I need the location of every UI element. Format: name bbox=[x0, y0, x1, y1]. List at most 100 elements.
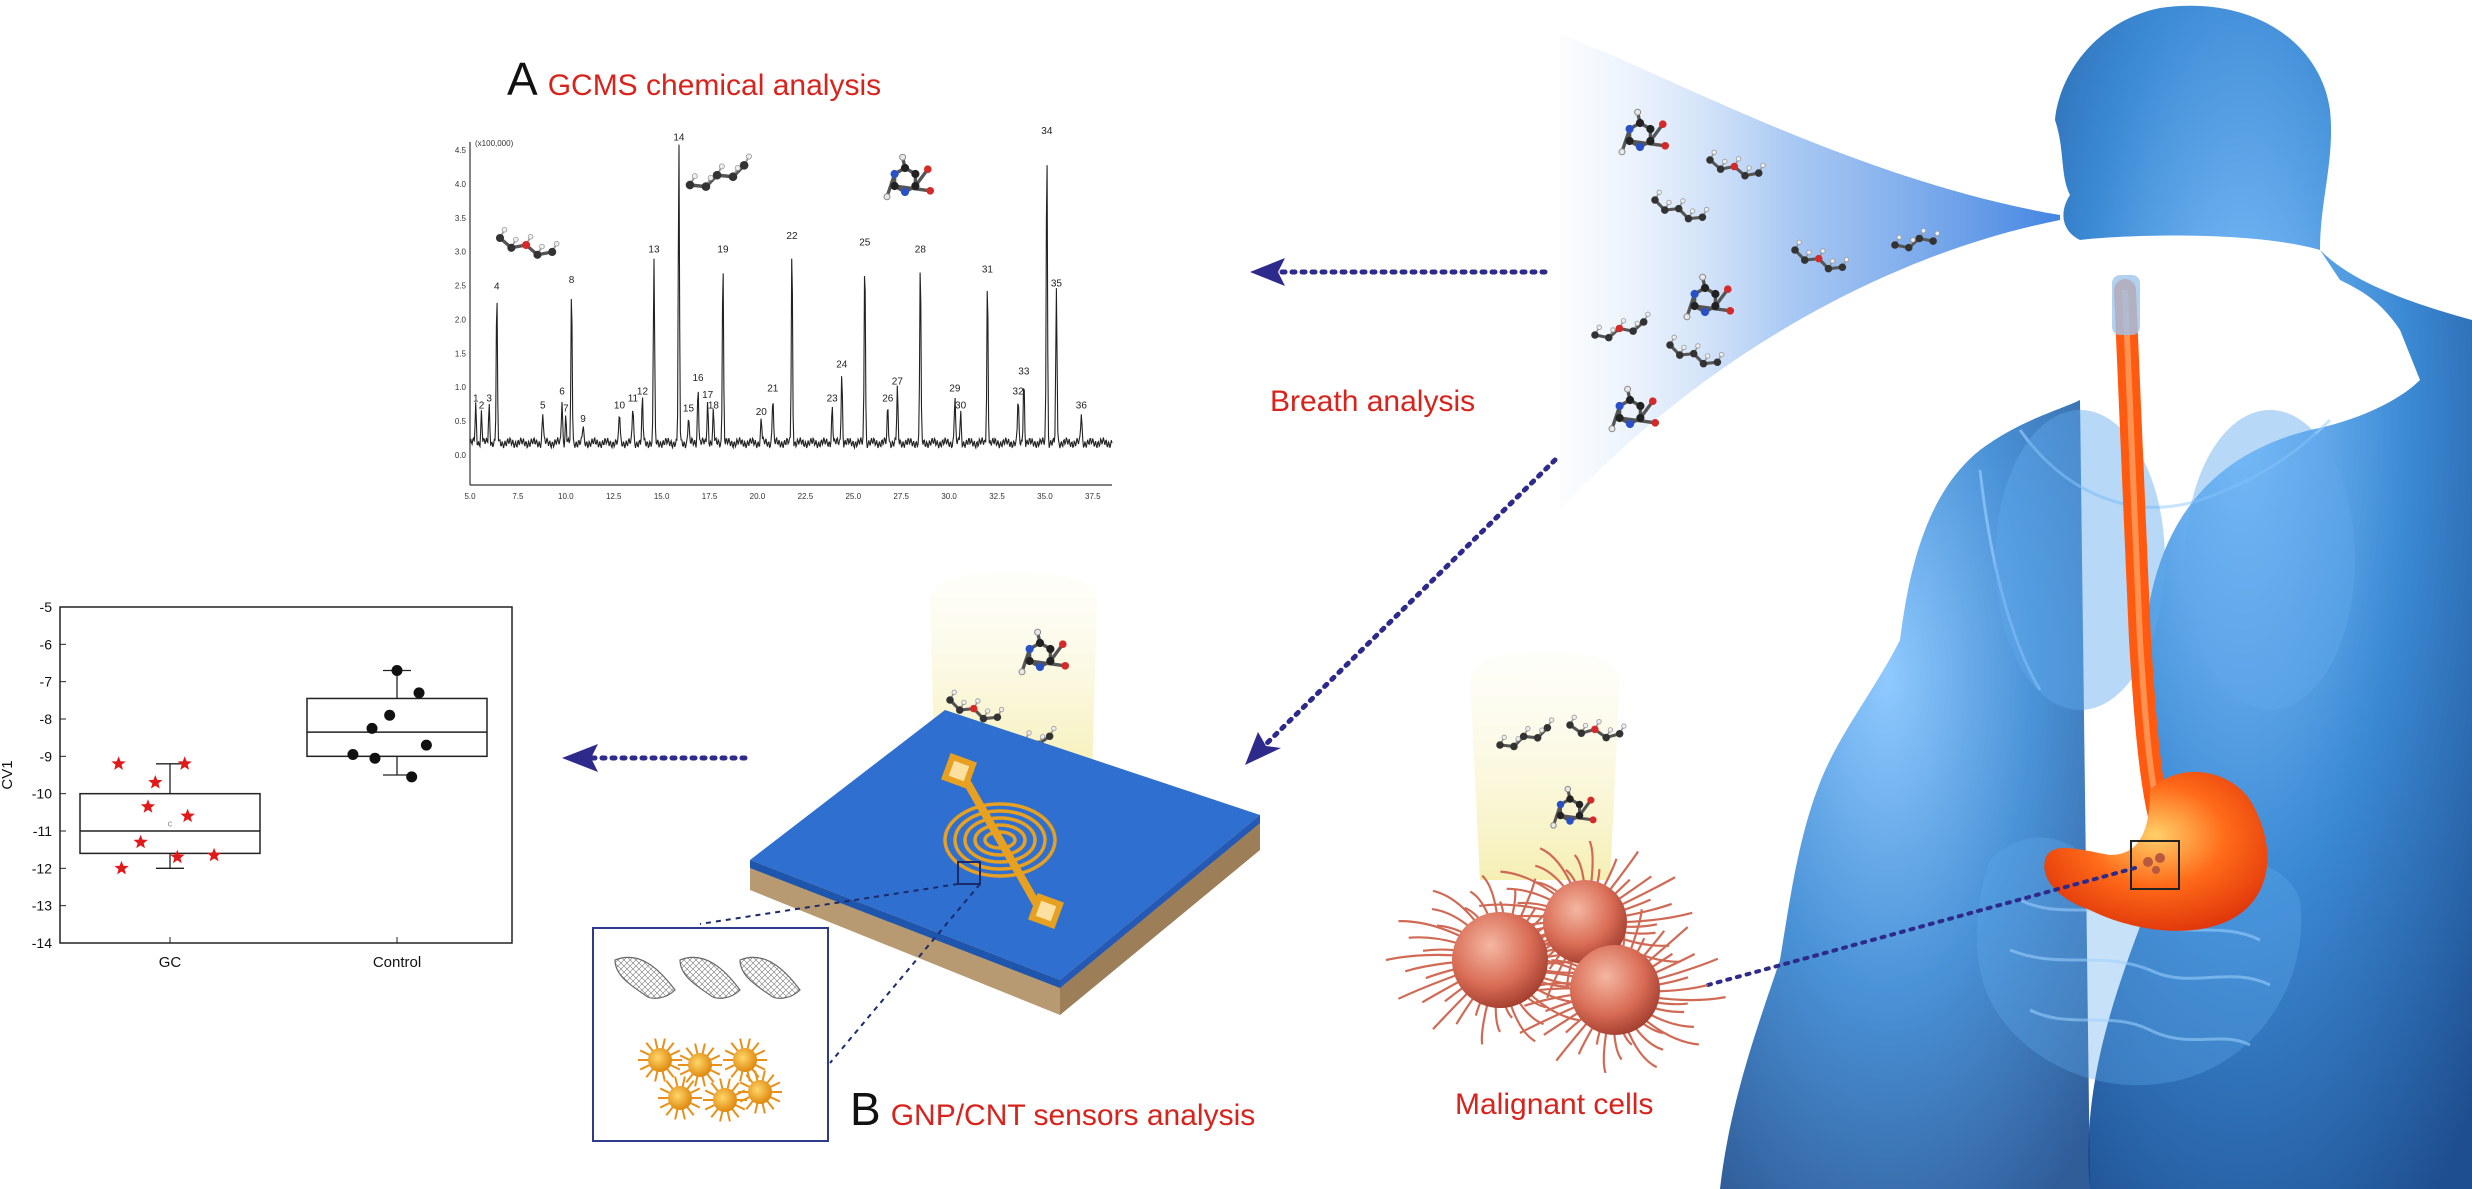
data-point-gc bbox=[140, 799, 156, 813]
peak-label: 13 bbox=[648, 244, 660, 255]
y-tick-label: -6 bbox=[40, 636, 53, 652]
y-tick-label: -5 bbox=[40, 599, 53, 615]
chromatogram-y-tick: 4.5 bbox=[455, 146, 467, 155]
peak-label: 5 bbox=[540, 400, 546, 411]
molecule-ester-breath-2 bbox=[1791, 239, 1850, 273]
chromatogram-trace bbox=[469, 144, 1113, 450]
peak-label: 21 bbox=[767, 383, 779, 394]
data-point-gc bbox=[170, 849, 185, 864]
peak-label: 20 bbox=[756, 407, 768, 418]
molecule-ester-a bbox=[495, 226, 560, 259]
mean-marker: c bbox=[168, 819, 173, 829]
data-point-gc bbox=[206, 847, 222, 862]
y-tick-label: -10 bbox=[32, 786, 52, 802]
y-tick-label: -13 bbox=[32, 898, 52, 914]
peak-label: 25 bbox=[859, 238, 871, 249]
x-tick-label: Control bbox=[373, 954, 421, 971]
data-point-gc bbox=[180, 808, 195, 823]
molecule-alkane-breath-2 bbox=[1891, 228, 1940, 252]
gcms-chromatogram: (x100,000)4.54.03.53.02.52.01.51.00.50.0… bbox=[455, 126, 1113, 501]
molecule-caffeine-cells bbox=[1550, 785, 1597, 829]
data-point-control bbox=[366, 722, 378, 734]
peak-label: 31 bbox=[982, 265, 994, 276]
molecule-alkane-breath-3 bbox=[1666, 334, 1725, 368]
peak-label: 6 bbox=[559, 387, 565, 398]
chromatogram-x-tick: 25.0 bbox=[845, 492, 861, 501]
carbon-nanotubes bbox=[614, 956, 801, 999]
data-point-gc bbox=[177, 756, 192, 770]
y-tick-label: -14 bbox=[32, 935, 52, 951]
chromatogram-y-tick: 4.0 bbox=[455, 180, 467, 189]
cells-beam bbox=[1470, 650, 1620, 880]
panel-b-letter: B bbox=[850, 1083, 881, 1135]
chromatogram-y-tick: 0.5 bbox=[455, 417, 467, 426]
data-point-control bbox=[369, 752, 381, 764]
sensor-chip bbox=[699, 710, 1260, 1064]
chromatogram-y-tick: 1.0 bbox=[455, 383, 467, 392]
peak-label: 32 bbox=[1013, 387, 1025, 398]
molecule-ester-sensor bbox=[946, 689, 1005, 723]
y-tick-label: -7 bbox=[40, 674, 53, 690]
peak-label: 9 bbox=[580, 414, 586, 425]
data-point-gc bbox=[133, 834, 148, 849]
chromatogram-y-tick: 3.5 bbox=[455, 214, 467, 223]
chromatogram-y-header: (x100,000) bbox=[475, 139, 514, 148]
peak-label: 34 bbox=[1041, 126, 1053, 137]
peak-label: 11 bbox=[628, 394, 639, 405]
y-axis-label: CV1 bbox=[0, 760, 16, 789]
data-point-gc bbox=[111, 756, 126, 770]
tumor-cell bbox=[1543, 880, 1627, 964]
data-point-gc bbox=[148, 775, 163, 789]
chromatogram-x-tick: 27.5 bbox=[893, 492, 909, 501]
peak-label: 1 bbox=[473, 394, 479, 405]
box-control bbox=[306, 697, 488, 758]
chromatogram-x-tick: 32.5 bbox=[989, 492, 1005, 501]
cell-pointer-line bbox=[1706, 866, 2137, 987]
data-point-control bbox=[391, 664, 403, 676]
peak-label: 19 bbox=[717, 244, 729, 255]
molecule-alkane-a bbox=[685, 153, 752, 191]
arrow-head-gcms bbox=[1250, 258, 1285, 286]
molecule-caffeine-breath-3 bbox=[1608, 385, 1660, 433]
peak-label: 28 bbox=[915, 244, 927, 255]
spiral-electrode bbox=[943, 802, 1057, 878]
chromatogram-x-tick: 20.0 bbox=[750, 492, 766, 501]
peak-label: 14 bbox=[673, 133, 685, 144]
peak-label: 16 bbox=[692, 373, 704, 384]
molecule-caffeine-breath-2 bbox=[1683, 273, 1735, 321]
peak-label: 2 bbox=[479, 400, 485, 411]
human-body-illustration bbox=[1720, 5, 2472, 1189]
y-tick-label: -9 bbox=[40, 748, 53, 764]
peak-label: 8 bbox=[569, 275, 575, 286]
molecule-caffeine-sensor bbox=[1018, 628, 1070, 676]
molecule-caffeine-breath-1 bbox=[1618, 108, 1670, 156]
box-plot-frame bbox=[59, 606, 513, 944]
chromatogram-x-tick: 7.5 bbox=[512, 492, 524, 501]
peak-label: 24 bbox=[836, 360, 848, 371]
data-point-control bbox=[347, 748, 359, 760]
breath-analysis-label: Breath analysis bbox=[1270, 385, 1476, 418]
chromatogram-x-tick: 22.5 bbox=[798, 492, 814, 501]
x-tick-label: GC bbox=[159, 954, 182, 971]
peak-label: 17 bbox=[702, 390, 714, 401]
chromatogram-x-tick: 12.5 bbox=[606, 492, 622, 501]
peak-label: 7 bbox=[563, 404, 569, 415]
peak-label: 3 bbox=[486, 394, 492, 405]
malignant-cells-label: Malignant cells bbox=[1455, 1088, 1654, 1121]
peak-label: 27 bbox=[892, 377, 904, 388]
peak-label: 29 bbox=[949, 383, 961, 394]
molecules-layer bbox=[495, 108, 1940, 829]
arrow-head-boxplot bbox=[562, 744, 598, 772]
peak-label: 36 bbox=[1076, 400, 1088, 411]
peak-label: 10 bbox=[614, 400, 626, 411]
molecule-alkane-cells bbox=[1496, 717, 1555, 751]
gold-nanoparticles bbox=[638, 1038, 782, 1122]
chromatogram-x-tick: 30.0 bbox=[941, 492, 957, 501]
molecule-ester-cells bbox=[1566, 714, 1627, 742]
peak-label: 4 bbox=[494, 282, 500, 293]
panel-a-letter: A bbox=[507, 53, 538, 105]
